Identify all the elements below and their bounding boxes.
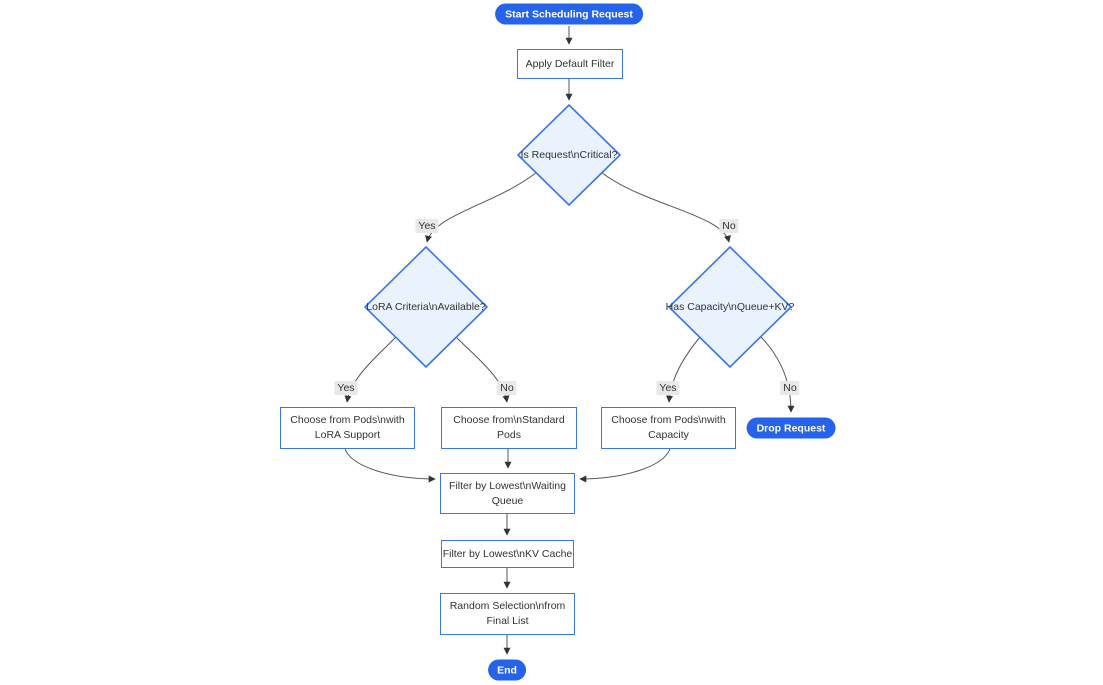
edge-label-capacity-no: No bbox=[780, 381, 800, 395]
node-label-line2: Pods bbox=[497, 429, 521, 441]
node-has-capacity-label: Has Capacity\nQueue+KV? bbox=[665, 301, 795, 313]
node-label-line2: Capacity bbox=[648, 429, 689, 441]
node-label-line2: Queue bbox=[491, 494, 524, 507]
edge-choose-capacity-to-filter-queue bbox=[579, 448, 671, 483]
edge-label-lora-no: No bbox=[497, 381, 517, 395]
edge-capacity-no-to-drop bbox=[760, 336, 795, 413]
node-choose-capacity-pods: Choose from Pods\nwith Capacity bbox=[601, 407, 736, 449]
decision-has-capacity-shape bbox=[668, 246, 792, 368]
node-start: Start Scheduling Request bbox=[495, 3, 643, 25]
node-drop-request: Drop Request bbox=[746, 417, 836, 439]
edge-label-critical-yes: Yes bbox=[415, 219, 439, 233]
node-end: End bbox=[488, 659, 526, 681]
node-label: Apply Default Filter bbox=[525, 57, 615, 70]
node-label-line1: Choose from Pods\nwith bbox=[611, 414, 726, 426]
decision-lora-criteria-shape bbox=[364, 246, 488, 368]
node-label-line1: Filter by Lowest\nWaiting bbox=[449, 479, 566, 492]
edge-label-critical-no: No bbox=[719, 219, 739, 233]
node-label-line1: Choose from Pods\nwith bbox=[290, 414, 405, 426]
node-label-line2: Final List bbox=[486, 615, 529, 627]
node-is-critical-label: Is Request\nCritical? bbox=[520, 149, 618, 161]
edge-capacity-yes-to-choose-capacity bbox=[666, 336, 701, 403]
decision-is-critical-shape bbox=[517, 104, 621, 206]
node-apply-default-filter: Apply Default Filter bbox=[517, 49, 623, 79]
node-label-line2: LoRA Support bbox=[314, 429, 381, 441]
node-choose-standard-pods: Choose from\nStandard Pods bbox=[441, 407, 577, 449]
edge-label-lora-yes: Yes bbox=[334, 381, 358, 395]
node-lora-criteria-label: LoRA Criteria\nAvailable? bbox=[366, 301, 486, 313]
node-label-line1: Filter by Lowest\nKV Cache bbox=[442, 547, 573, 560]
node-label-line1: Choose from\nStandard bbox=[453, 414, 565, 426]
node-label-line1: Random Selection\nfrom bbox=[449, 600, 566, 612]
edge-label-capacity-yes: Yes bbox=[656, 381, 680, 395]
node-filter-waiting-queue: Filter by Lowest\nWaiting Queue bbox=[440, 473, 575, 514]
node-filter-kv-cache: Filter by Lowest\nKV Cache bbox=[441, 540, 574, 568]
edge-choose-lora-to-filter-queue bbox=[344, 448, 436, 483]
edge-critical-no-to-capacity bbox=[600, 171, 731, 243]
edge-critical-yes-to-lora bbox=[425, 171, 538, 243]
node-random-selection: Random Selection\nfrom Final List bbox=[440, 593, 575, 635]
node-choose-lora-pods: Choose from Pods\nwith LoRA Support bbox=[280, 407, 415, 449]
